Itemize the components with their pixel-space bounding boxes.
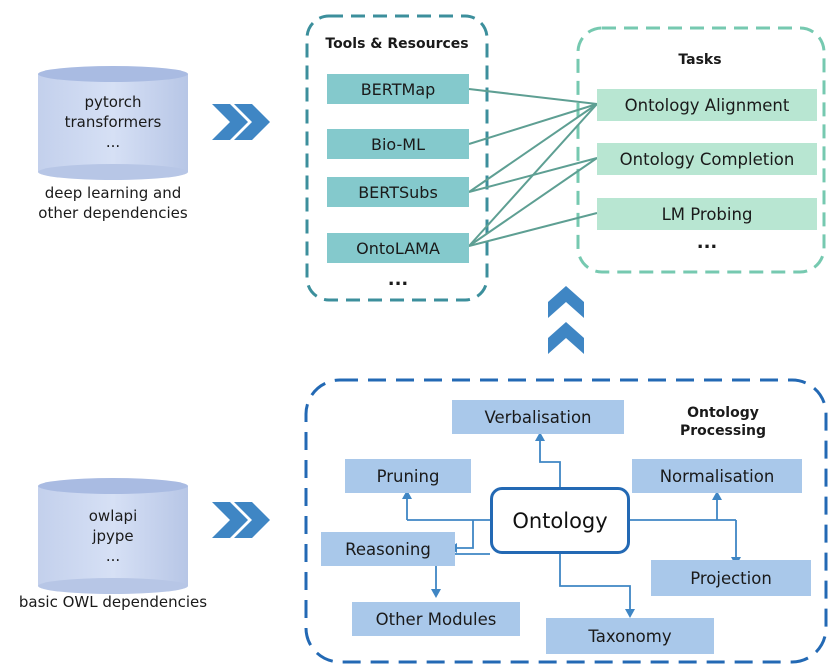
task-ontology-completion: Ontology Completion <box>597 143 817 175</box>
dep-item: jpype <box>92 527 134 545</box>
tools-title: Tools & Resources <box>325 36 469 52</box>
deps-bottom-list: owlapi jpype ... <box>43 506 183 566</box>
dep-item: owlapi <box>88 507 138 525</box>
ontology-center-node: Ontology <box>490 487 630 554</box>
caption-line: other dependencies <box>38 204 188 222</box>
deps-bottom-caption: basic OWL dependencies <box>18 593 208 611</box>
database-cylinder-icon <box>38 478 188 594</box>
module-reasoning: Reasoning <box>321 532 455 566</box>
tools-container <box>305 14 489 302</box>
processing-title: Ontology Processing <box>668 404 778 440</box>
module-taxonomy: Taxonomy <box>546 618 714 654</box>
double-chevron-right-icon <box>212 104 270 140</box>
tasks-more: ... <box>696 232 718 253</box>
database-cylinder-icon <box>38 66 188 180</box>
dep-item: pytorch <box>84 93 142 111</box>
double-chevron-right-icon <box>212 502 270 538</box>
dep-item: transformers <box>64 113 162 131</box>
caption-line: deep learning and <box>44 184 182 202</box>
dep-item: ... <box>105 547 121 565</box>
task-ontology-alignment: Ontology Alignment <box>597 89 817 121</box>
deps-top-caption: deep learning and other dependencies <box>18 183 208 223</box>
processing-container <box>304 378 828 664</box>
processing-title-line: Processing <box>679 423 767 439</box>
tool-bio-ml: Bio-ML <box>327 129 469 159</box>
dep-item: ... <box>105 133 121 151</box>
module-other-modules: Other Modules <box>352 602 520 636</box>
tool-bertsubs: BERTSubs <box>327 177 469 207</box>
ontology-connectors <box>406 437 737 612</box>
module-pruning: Pruning <box>345 459 471 493</box>
tool-bertmap: BERTMap <box>327 74 469 104</box>
module-projection: Projection <box>651 560 811 596</box>
module-verbalisation: Verbalisation <box>452 400 624 434</box>
deps-top-list: pytorch transformers ... <box>43 92 183 152</box>
tasks-container <box>576 26 826 274</box>
tools-more: ... <box>387 269 409 290</box>
tasks-title: Tasks <box>678 52 722 68</box>
module-normalisation: Normalisation <box>632 459 802 493</box>
double-chevron-up-icon <box>548 286 584 354</box>
tool-task-links <box>468 88 598 247</box>
task-lm-probing: LM Probing <box>597 198 817 230</box>
tool-ontolama: OntoLAMA <box>327 233 469 263</box>
processing-title-line: Ontology <box>687 405 759 421</box>
